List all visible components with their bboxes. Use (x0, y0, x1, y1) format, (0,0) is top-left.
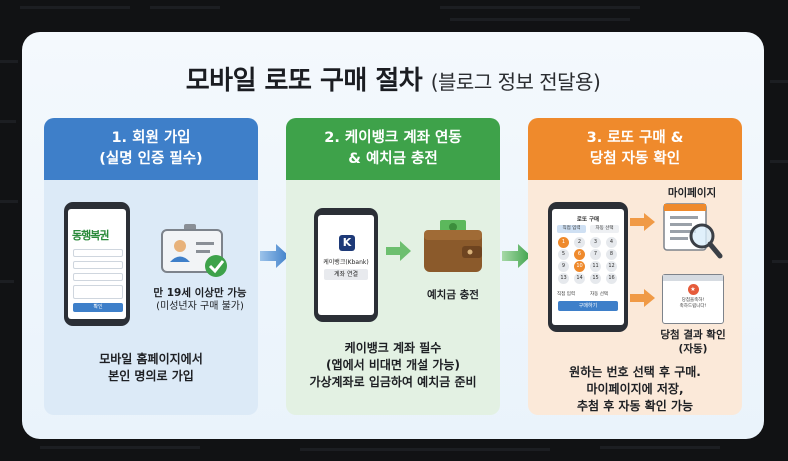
age-requirement: 만 19세 이상만 가능 (미성년자 구매 불가) (153, 287, 247, 312)
lotto-number-ball: 3 (590, 237, 601, 248)
step-1-subtitle: (실명 인증 필수) (99, 151, 203, 167)
arrow-right-icon (386, 241, 411, 261)
win-message-2: 축하드립니다! (679, 304, 707, 309)
tab-manual: 직접 입력 (557, 225, 586, 233)
signup-confirm-button: 확인 (73, 303, 123, 312)
mypage-label: 마이페이지 (667, 187, 717, 199)
step-3-description: 원하는 번호 선택 후 구매. 마이페이지에 저장, 추첨 후 자동 확인 가능 (569, 365, 701, 413)
arrow-step1-to-step2 (260, 244, 289, 268)
lotto-number-ball: 9 (558, 261, 569, 272)
arrow-right-icon (630, 289, 655, 307)
title-sub: (블로그 정보 전달용) (430, 70, 601, 94)
arrow-step2-to-step3 (502, 244, 531, 268)
kbank-logo: K (339, 235, 355, 251)
win-message-1: 당첨을축하! (681, 298, 705, 303)
step-2-panel: 2. 케이뱅크 계좌 연동 & 예치금 충전 K 케이뱅크(Kbank) 계좌 … (286, 118, 500, 415)
step-3-header: 3. 로또 구매 & 당첨 자동 확인 (528, 118, 742, 180)
link-account-button: 계좌 연결 (324, 269, 368, 280)
lotto-number-ball: 15 (590, 273, 601, 284)
signup-phone: 동행복권 확인 (64, 202, 130, 326)
lotto-number-ball: 2 (574, 237, 585, 248)
tab-auto: 자동 선택 (590, 225, 619, 233)
lotto-number-ball: 6 (574, 249, 585, 260)
lotto-number-ball: 1 (558, 237, 569, 248)
wallet-icon (424, 220, 482, 272)
lotto-number-ball: 16 (606, 273, 617, 284)
signup-field-2 (73, 261, 123, 269)
title-main: 모바일 로또 구매 절차 (185, 66, 423, 96)
prize-badge-icon: ★ (687, 284, 699, 295)
lotto-number-ball: 8 (606, 249, 617, 260)
lotto-number-ball: 11 (590, 261, 601, 272)
arrow-right-icon (630, 213, 655, 231)
lotto-number-ball: 5 (558, 249, 569, 260)
page-title: 모바일 로또 구매 절차 (블로그 정보 전달용) (22, 60, 764, 97)
step-2-subtitle: & 예치금 충전 (348, 151, 438, 167)
win-result-window: ★ 당첨을축하! 축하드립니다! (662, 274, 724, 324)
purchase-screen-title: 로또 구매 (576, 217, 600, 223)
step-2-title: 2. 케이뱅크 계좌 연동 (324, 130, 462, 146)
lotto-number-ball: 13 (558, 273, 569, 284)
bank-phone: K 케이뱅크(Kbank) 계좌 연결 (314, 208, 378, 322)
step-1-title: 1. 회원 가입 (111, 130, 191, 146)
infographic-card: 모바일 로또 구매 절차 (블로그 정보 전달용) 1. 회원 가입 (실명 인… (22, 32, 764, 439)
buy-button: 구매하기 (558, 301, 618, 311)
result-check-label: 당첨 결과 확인 (자동) (660, 329, 726, 355)
step-1-header: 1. 회원 가입 (실명 인증 필수) (44, 118, 258, 180)
signup-field-1 (73, 249, 123, 257)
lotto-number-ball: 14 (574, 273, 585, 284)
signup-field-4 (73, 285, 123, 299)
option-manual: 직접 입력 (557, 292, 575, 297)
step-3-title: 3. 로또 구매 & (586, 130, 684, 146)
step-2-header: 2. 케이뱅크 계좌 연동 & 예치금 충전 (286, 118, 500, 180)
id-card-icon (161, 224, 227, 277)
lottery-logo: 동행복권 (72, 229, 109, 242)
step-2-description: 케이뱅크 계좌 필수 (앱에서 비대면 개설 가능) 가상계좌로 입금하여 예치… (309, 341, 477, 389)
lotto-number-ball: 4 (606, 237, 617, 248)
lotto-number-ball: 12 (606, 261, 617, 272)
step-1-panel: 1. 회원 가입 (실명 인증 필수) 동행복권 확인 (44, 118, 258, 415)
deposit-label: 예치금 충전 (427, 289, 479, 301)
option-auto: 자동 선택 (590, 292, 608, 297)
step-1-description: 모바일 홈페이지에서 본인 명의로 가입 (99, 352, 203, 383)
bank-name: 케이뱅크(Kbank) (323, 259, 369, 266)
step-3-subtitle: 당첨 자동 확인 (589, 151, 681, 167)
signup-field-3 (73, 273, 123, 281)
lotto-number-ball: 7 (590, 249, 601, 260)
document-search-icon (663, 203, 723, 259)
lotto-number-ball: 10 (574, 261, 585, 272)
